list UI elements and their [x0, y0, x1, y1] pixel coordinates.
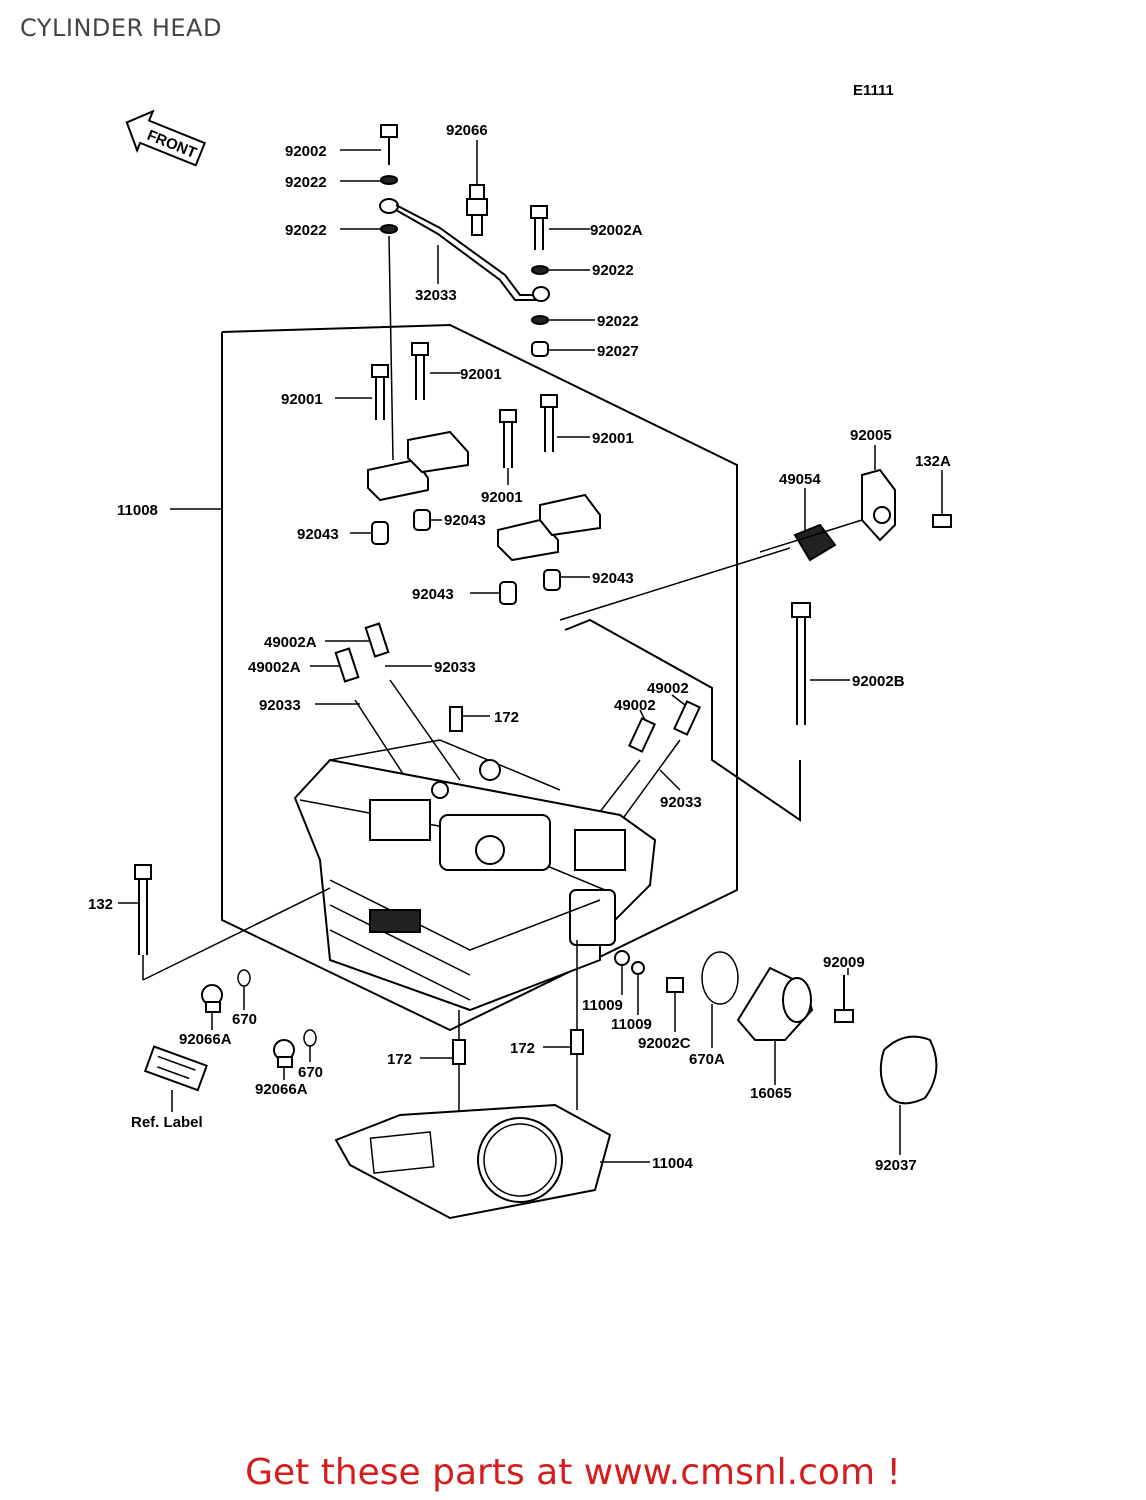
label-92033: 92033 — [259, 697, 301, 714]
cylinder-head — [293, 739, 657, 1012]
label-92043: 92043 — [297, 526, 339, 543]
label-92033: 92033 — [434, 659, 476, 676]
label-92002: 92002 — [285, 143, 327, 160]
valve-outline-box — [564, 618, 801, 822]
label-92022: 92022 — [597, 313, 639, 330]
label-92066A: 92066A — [179, 1031, 232, 1048]
label-92066A: 92066A — [255, 1081, 308, 1098]
label-92037: 92037 — [875, 1157, 917, 1174]
label-92005: 92005 — [850, 427, 892, 444]
label-172: 172 — [510, 1040, 535, 1057]
label-ref-label: Ref. Label — [131, 1114, 203, 1131]
camshaft-caps — [367, 430, 601, 562]
ref-label-plate — [143, 1045, 208, 1092]
oil-pressure-switch — [466, 140, 488, 236]
label-92066: 92066 — [446, 122, 488, 139]
label-92001: 92001 — [281, 391, 323, 408]
label-49002: 49002 — [614, 697, 656, 714]
label-670: 670 — [232, 1011, 257, 1028]
label-92022: 92022 — [592, 262, 634, 279]
dowel-pins — [371, 509, 561, 605]
label-92043: 92043 — [412, 586, 454, 603]
label-92002A: 92002A — [590, 222, 643, 239]
label-92043: 92043 — [592, 570, 634, 587]
footer-link[interactable]: Get these parts at www.cmsnl.com ! — [0, 1452, 1146, 1493]
long-bolt-92002B — [791, 602, 811, 725]
label-92033: 92033 — [660, 794, 702, 811]
label-49002A: 49002A — [248, 659, 301, 676]
side-bolt-132 — [134, 864, 331, 981]
label-11004: 11004 — [652, 1155, 694, 1172]
exploded-parts-diagram: E1111 FRONT — [88, 82, 952, 1220]
footer-link-text[interactable]: Get these parts at www.cmsnl.com ! — [245, 1452, 901, 1493]
label-670A: 670A — [689, 1051, 725, 1068]
label-92009: 92009 — [823, 954, 865, 971]
breather-fitting — [559, 468, 952, 621]
plugs-and-orings — [201, 969, 317, 1068]
bolt-92002A-stack — [530, 205, 549, 357]
front-arrow-icon: FRONT — [125, 109, 207, 167]
label-92043: 92043 — [444, 512, 486, 529]
label-92022: 92022 — [285, 174, 327, 191]
label-92002C: 92002C — [638, 1035, 691, 1052]
head-gasket — [334, 1103, 612, 1220]
label-172: 172 — [387, 1051, 412, 1068]
label-670: 670 — [298, 1064, 323, 1081]
label-92001: 92001 — [481, 489, 523, 506]
cam-cap-bolts — [371, 342, 558, 468]
label-11009: 11009 — [582, 997, 623, 1014]
label-132A: 132A — [915, 453, 951, 470]
intake-parts — [614, 950, 938, 1105]
label-32033: 32033 — [415, 287, 457, 304]
label-92022: 92022 — [285, 222, 327, 239]
label-16065: 16065 — [750, 1085, 792, 1102]
diagram-code: E1111 — [853, 82, 894, 99]
label-92027: 92027 — [597, 343, 639, 360]
page-title: CYLINDER HEAD — [20, 14, 222, 42]
label-172: 172 — [494, 709, 519, 726]
head-outline-box — [221, 323, 738, 1032]
label-92001: 92001 — [592, 430, 634, 447]
label-92002B: 92002B — [852, 673, 905, 690]
label-49002A: 49002A — [264, 634, 317, 651]
label-132: 132 — [88, 896, 113, 913]
label-49054: 49054 — [779, 471, 821, 488]
label-49002: 49002 — [647, 680, 689, 697]
leader-lines — [118, 149, 943, 1163]
oil-pipe-assembly — [379, 124, 550, 461]
label-11009: 11009 — [611, 1016, 652, 1033]
lower-dowels — [452, 940, 584, 1115]
label-11008: 11008 — [117, 502, 158, 519]
part-labels: 92002 92022 92022 92066 92002A 92022 320… — [88, 122, 951, 1174]
label-92001: 92001 — [460, 366, 502, 383]
